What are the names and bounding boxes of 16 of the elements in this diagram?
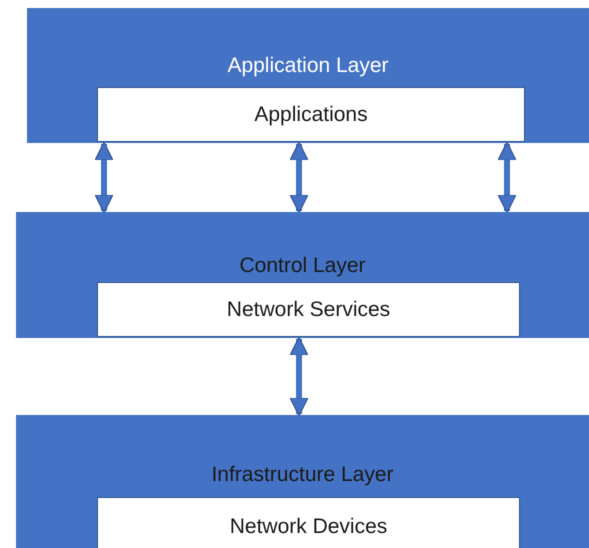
double-arrow <box>289 142 309 214</box>
layer-title: Application Layer <box>226 53 390 79</box>
layer-title: Control Layer <box>238 253 367 279</box>
layer-band <box>16 212 589 338</box>
component-box <box>97 87 525 142</box>
layer-title: Infrastructure Layer <box>210 462 395 488</box>
double-arrow <box>289 336 309 416</box>
double-arrow <box>497 142 517 214</box>
component-box <box>97 497 520 548</box>
layer-band <box>16 415 589 548</box>
component-label: Applications <box>254 102 368 128</box>
component-box <box>97 282 520 337</box>
layer-band <box>27 8 589 143</box>
component-label: Network Services <box>226 296 390 323</box>
double-arrow <box>94 142 114 214</box>
component-label: Network Devices <box>230 514 388 540</box>
